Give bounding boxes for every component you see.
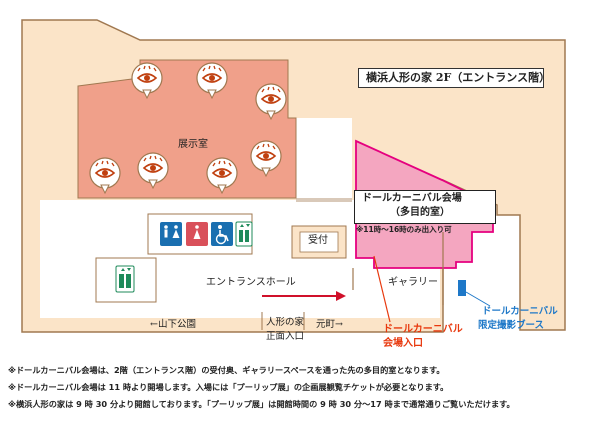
venue-hours-note: ※11時〜16時のみ出入り可 (356, 225, 452, 234)
elevator-icon (235, 221, 253, 247)
gallery-label: ギャラリー (388, 277, 438, 288)
photo-booth (458, 280, 466, 296)
venue-entrance-callout-line2: 会場入口 (383, 338, 423, 349)
note-venue-location: ※ドールカーニバル会場は、2階（エントランス階）の受付奥、ギャラリースペースを通… (8, 365, 445, 375)
toilet-icon (160, 222, 208, 246)
wheelchair-icon (211, 222, 233, 246)
venue-entrance-leader (373, 255, 391, 323)
photo-booth-callout-line1: ドールカーニバル (482, 306, 558, 317)
reception-label: 受付 (308, 235, 328, 246)
yamashita-park-direction: ←山下公園 (150, 319, 196, 330)
entrance-hall-label: エントランスホール (206, 277, 296, 288)
venue-label-box (354, 190, 496, 224)
photo-booth-callout-line2: 限定撮影ブース (478, 320, 545, 331)
main-entrance-line1: 人形の家 (266, 317, 305, 328)
floor-title-text: 横浜人形の家 2F（エントランス階） (366, 71, 551, 84)
photo-booth-leader (465, 291, 491, 307)
exhibition-room-label: 展示室 (178, 139, 208, 150)
elevator-icon (115, 265, 135, 293)
floor-title (358, 68, 544, 88)
venue-entrance-callout-line1: ドールカーニバル (383, 324, 463, 335)
note-opening-time: ※ドールカーニバル会場は 11 時より開場します。入場には「プーリップ展」の企画… (8, 382, 449, 392)
note-museum-hours: ※横浜人形の家は 9 時 30 分より開館しております。「プーリップ展」は開館時… (8, 399, 515, 409)
venue-label-line1: ドールカーニバル会場 (362, 193, 462, 204)
main-entrance-line2: 正面入口 (266, 331, 305, 342)
motomachi-direction: 元町→ (316, 319, 343, 330)
venue-label-line2: （多目的室） (390, 207, 450, 218)
